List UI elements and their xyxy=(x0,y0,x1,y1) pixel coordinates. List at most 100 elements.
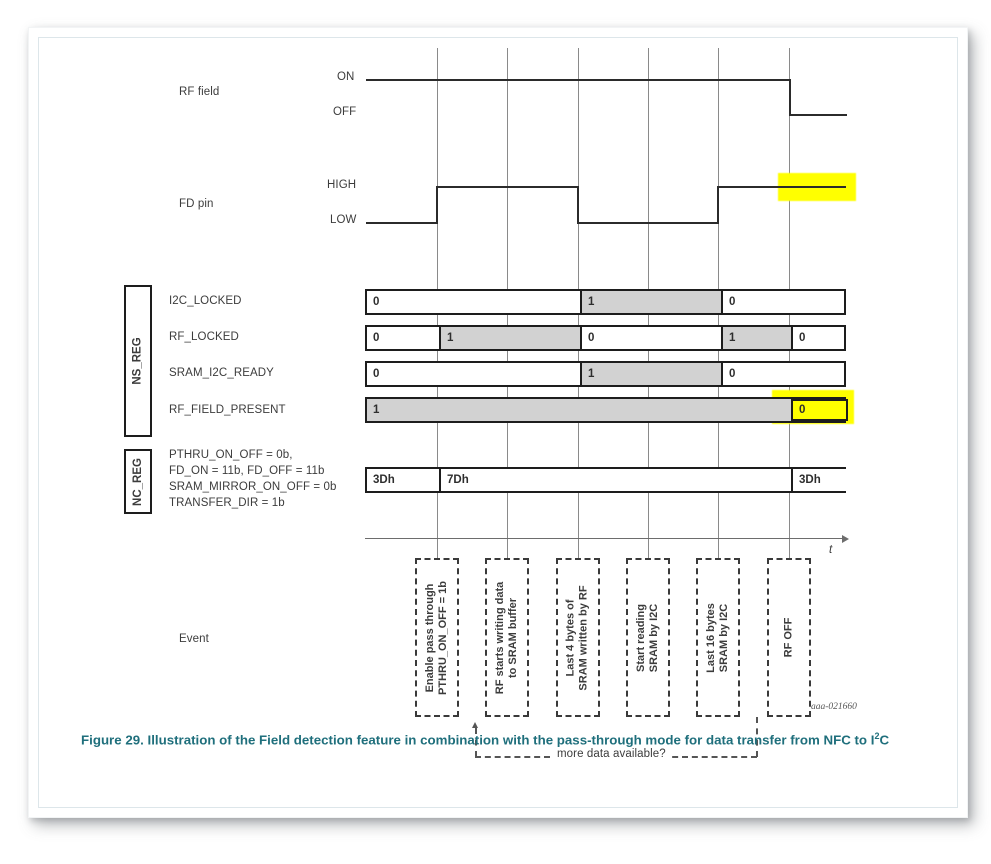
fd-pin-high-label: HIGH xyxy=(327,179,357,191)
fd-pin-rise-2 xyxy=(717,186,719,224)
waveform-label-fd-pin: FD pin xyxy=(179,198,214,210)
event-line: Last 4 bytes of xyxy=(565,598,577,677)
segment-value: 3Dh xyxy=(373,474,395,486)
event-box-5: Last 16 bytes SRAM by I2C xyxy=(696,558,740,717)
segment: 1 xyxy=(367,399,791,421)
event-box-6-text: RF OFF xyxy=(783,618,796,658)
signal-row-nc-reg-value: 3Dh 7Dh 3Dh xyxy=(365,467,848,493)
fd-pin-fall-1 xyxy=(577,186,579,224)
time-axis xyxy=(365,538,843,540)
figure-caption-text: Illustration of the Field detection feat… xyxy=(147,732,875,748)
event-box-1: Enable pass through PTHRU_ON_OFF = 1b xyxy=(415,558,459,717)
events-label: Event xyxy=(179,633,209,645)
document-card: RF field ON OFF FD pin HIGH LOW NS_REG I… xyxy=(28,27,968,818)
figure-caption-superscript: 2 xyxy=(874,731,880,741)
segment: 0 xyxy=(367,327,439,349)
register-group-nc-reg: NC_REG xyxy=(124,449,152,514)
segment: 1 xyxy=(439,327,580,349)
fd-pin-rise-1 xyxy=(436,186,438,224)
segment-value: 1 xyxy=(588,368,595,380)
feedback-loop-right-leg xyxy=(756,717,758,757)
signal-row-rf-locked: 0 1 0 1 0 xyxy=(365,325,846,351)
segment-highlighted: 0 xyxy=(791,399,848,421)
signal-label-rf-field-present: RF_FIELD_PRESENT xyxy=(169,404,286,416)
feedback-loop-label: more data available? xyxy=(552,748,671,760)
event-line: SRAM written by RF xyxy=(578,584,590,691)
fd-pin-low-1 xyxy=(366,222,437,224)
event-line: PTHRU_ON_OFF = 1b xyxy=(437,580,449,695)
segment-value: 0 xyxy=(729,368,736,380)
nc-reg-config-line-3: SRAM_MIRROR_ON_OFF = 0b xyxy=(169,481,337,493)
event-box-2: RF starts writing data to SRAM buffer xyxy=(485,558,529,717)
signal-label-sram-i2c-ready: SRAM_I2C_READY xyxy=(169,367,274,379)
figure-caption-number: Figure 29. xyxy=(81,732,144,748)
signal-row-i2c-locked: 0 1 0 xyxy=(365,289,846,315)
event-box-2-text: RF starts writing data to SRAM buffer xyxy=(494,581,520,693)
signal-label-i2c-locked: I2C_LOCKED xyxy=(169,295,242,307)
register-group-nc-reg-label: NC_REG xyxy=(132,457,144,506)
event-box-1-text: Enable pass through PTHRU_ON_OFF = 1b xyxy=(424,581,450,695)
time-axis-label: t xyxy=(829,544,833,556)
rf-field-off-segment xyxy=(789,114,847,116)
event-box-4: Start reading SRAM by I2C xyxy=(626,558,670,717)
event-box-4-text: Start reading SRAM by I2C xyxy=(635,603,661,671)
segment: 0 xyxy=(791,327,844,349)
segment: 0 xyxy=(721,291,844,313)
segment: 0 xyxy=(580,327,721,349)
time-axis-arrowhead xyxy=(842,535,849,543)
event-line: to SRAM buffer xyxy=(507,597,519,678)
fd-pin-high-1 xyxy=(436,186,579,188)
event-line: RF OFF xyxy=(782,617,795,658)
segment-value: 0 xyxy=(729,296,736,308)
feedback-loop-left-leg xyxy=(475,728,477,757)
figure-caption: Figure 29. Illustration of the Field det… xyxy=(81,727,921,749)
nc-reg-config-line-1: PTHRU_ON_OFF = 0b, xyxy=(169,449,293,461)
segment-value: 3Dh xyxy=(799,474,821,486)
segment-value: 1 xyxy=(588,296,595,308)
event-line: RF starts writing data xyxy=(494,581,506,694)
register-group-ns-reg-label: NS_REG xyxy=(132,337,145,385)
waveform-label-rf-field: RF field xyxy=(179,86,220,98)
fd-pin-high-2 xyxy=(717,186,846,188)
figure-caption-tail: C xyxy=(879,732,890,748)
fd-pin-low-label: LOW xyxy=(330,214,357,226)
fd-pin-low-2 xyxy=(577,222,719,224)
event-box-6: RF OFF xyxy=(767,558,811,717)
document-card-inner-border: RF field ON OFF FD pin HIGH LOW NS_REG I… xyxy=(38,37,958,808)
signal-row-sram-i2c-ready: 0 1 0 xyxy=(365,361,846,387)
feedback-loop-arrowhead xyxy=(472,722,478,728)
event-line: Enable pass through xyxy=(424,583,436,692)
segment: 1 xyxy=(580,291,721,313)
segment: 7Dh xyxy=(439,469,791,491)
rf-field-falling-edge xyxy=(789,79,791,115)
signal-label-rf-locked: RF_LOCKED xyxy=(169,331,239,343)
segment-value: 0 xyxy=(373,296,380,308)
segment-value: 1 xyxy=(447,332,454,344)
event-line: Start reading xyxy=(635,603,647,672)
nc-reg-config-line-4: TRANSFER_DIR = 1b xyxy=(169,497,285,509)
segment-value: 0 xyxy=(588,332,595,344)
segment-value: 7Dh xyxy=(447,474,469,486)
segment: 3Dh xyxy=(367,469,439,491)
segment: 3Dh xyxy=(791,469,848,491)
event-box-3-text: Last 4 bytes of SRAM written by RF xyxy=(565,585,591,690)
segment-value: 0 xyxy=(373,332,380,344)
event-line: Last 16 bytes xyxy=(705,602,718,673)
segment-value: 0 xyxy=(799,404,806,416)
event-line: SRAM by I2C xyxy=(718,603,731,672)
rf-field-high-label: ON xyxy=(337,71,355,83)
segment: 0 xyxy=(721,363,844,385)
segment: 0 xyxy=(367,291,580,313)
segment-value: 0 xyxy=(373,368,380,380)
figure-id-code: aaa-021660 xyxy=(811,702,857,712)
segment: 1 xyxy=(580,363,721,385)
event-line: SRAM by I2C xyxy=(648,603,660,672)
segment-value: 0 xyxy=(799,332,806,344)
event-box-3: Last 4 bytes of SRAM written by RF xyxy=(556,558,600,717)
event-box-5-text: Last 16 bytes SRAM by I2C xyxy=(705,603,731,673)
figure-canvas: RF field ON OFF FD pin HIGH LOW NS_REG I… xyxy=(39,38,957,807)
rf-field-on-segment xyxy=(366,79,790,81)
nc-reg-config-line-2: FD_ON = 11b, FD_OFF = 11b xyxy=(169,465,325,477)
segment-value: 1 xyxy=(729,332,736,344)
